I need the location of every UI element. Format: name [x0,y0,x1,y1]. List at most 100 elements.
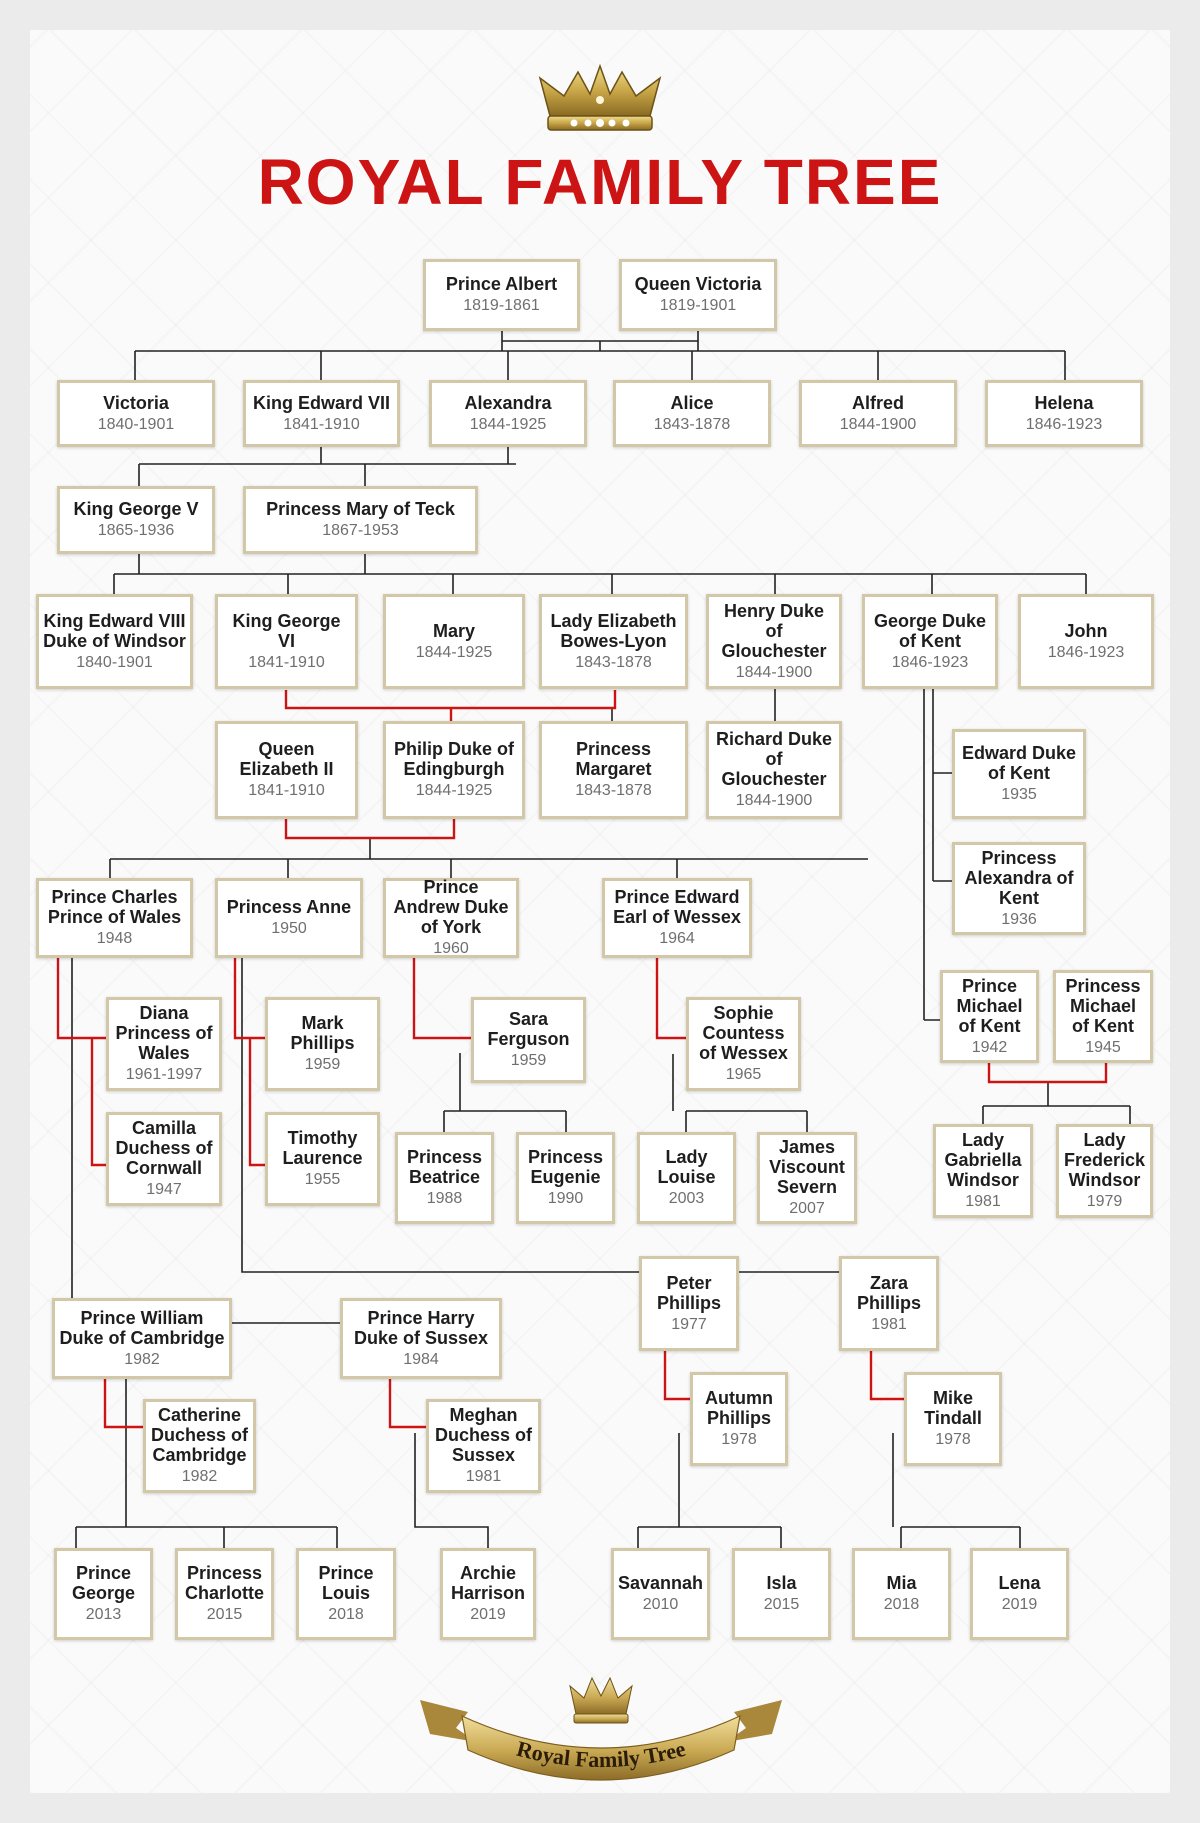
person-card: Alice 1843-1878 [613,380,771,447]
person-name: Princess Charlotte [184,1563,264,1603]
person-years: 1844-1900 [839,415,917,433]
person-years: 1865-1936 [97,522,175,539]
person-years: 1960 [433,940,469,957]
person-years: 1843-1878 [653,415,731,433]
person-name: Lady Frederick Windsor [1063,1130,1146,1190]
person-name: Victoria [103,392,169,413]
person-years: 2013 [85,1606,122,1623]
person-card: Archie Harrison 2019 [440,1548,536,1640]
person-years: 1819-1861 [463,297,540,314]
person-name: King George VI [232,610,341,651]
person-name: Archie Harrison [450,1563,526,1603]
person-name: Timothy Laurence [282,1128,363,1168]
person-card: Prince Charles Prince of Wales 1948 [36,878,193,958]
person-name: Princess Margaret [575,739,652,779]
person-years: 2019 [470,1606,506,1623]
person-years: 1844-1925 [415,782,493,799]
person-name: Mike Tindall [924,1388,982,1428]
person-years: 1935 [1001,786,1037,803]
person-years: 1843-1878 [575,653,652,671]
person-name: Edward Duke of Kent [961,743,1077,783]
person-card: Princess Alexandra of Kent 1936 [952,842,1086,935]
person-name: Sophie Countess of Wessex [699,1003,788,1063]
person-name: Alexandra [464,392,552,413]
person-years: 1984 [403,1350,439,1368]
person-card: King George VI 1841-1910 [215,594,358,689]
person-name: Savannah [617,1573,704,1593]
person-years: 1844-1900 [735,792,813,809]
person-years: 1841-1910 [248,653,325,671]
person-card: Prince George 2013 [54,1548,153,1640]
person-name: King Edward VII [252,392,390,413]
person-card: Prince Harry Duke of Sussex 1984 [340,1298,502,1379]
person-years: 1982 [181,1468,218,1485]
person-years: 1846-1923 [1047,643,1125,661]
person-years: 1988 [426,1190,463,1207]
person-name: Catherine Duchess of Cambridge [150,1405,249,1465]
person-name: Prince Albert [445,274,558,294]
person-name: Princess Alexandra of Kent [964,847,1074,908]
person-card: Timothy Laurence 1955 [265,1112,380,1206]
person-card: Sophie Countess of Wessex 1965 [686,997,801,1091]
person-years: 1947 [146,1181,182,1198]
person-name: Alfred [851,392,904,413]
person-card: Edward Duke of Kent 1935 [952,729,1086,819]
person-card: Alfred 1844-1900 [799,380,957,447]
person-years: 1844-1900 [735,663,813,681]
person-years: 2003 [668,1190,705,1207]
person-name: Princess Michael of Kent [1065,975,1141,1036]
crown-icon [538,64,662,131]
person-name: King Edward VIII Duke of Windsor [43,610,186,651]
person-name: Lady Gabriella Windsor [944,1130,1022,1190]
person-name: Lena [998,1573,1041,1593]
person-name: Princess Mary of Teck [266,499,455,519]
person-name: James Viscount Severn [769,1137,845,1197]
person-name: Zara Phillips [856,1272,921,1313]
person-years: 2010 [642,1596,679,1613]
person-years: 1955 [304,1171,341,1188]
person-years: 1841-1910 [283,415,360,433]
person-years: 1867-1953 [322,522,399,539]
person-name: Prince Charles Prince of Wales [47,887,182,927]
person-years: 1840-1901 [97,415,175,433]
person-card: Victoria 1840-1901 [57,380,215,447]
person-name: Prince William Duke of Cambridge [59,1307,225,1348]
person-name: Mia [886,1573,917,1593]
person-years: 1965 [725,1066,762,1083]
person-name: Meghan Duchess of Sussex [434,1405,533,1465]
person-years: 1846-1923 [891,653,969,671]
person-name: Prince Harry Duke of Sussex [353,1307,489,1348]
person-name: Alice [670,392,714,413]
person-name: Princess Eugenie [527,1147,604,1187]
person-years: 1948 [96,930,133,947]
person-name: Princess Beatrice [406,1147,483,1187]
person-name: Prince George [71,1563,136,1603]
person-name: Prince Edward Earl of Wessex [613,887,741,927]
person-name: Henry Duke of Glouchester [721,600,827,661]
person-years: 1936 [1001,910,1037,928]
person-name: Queen Victoria [634,274,762,294]
person-years: 1942 [971,1038,1008,1056]
person-name: Mary [432,620,476,641]
